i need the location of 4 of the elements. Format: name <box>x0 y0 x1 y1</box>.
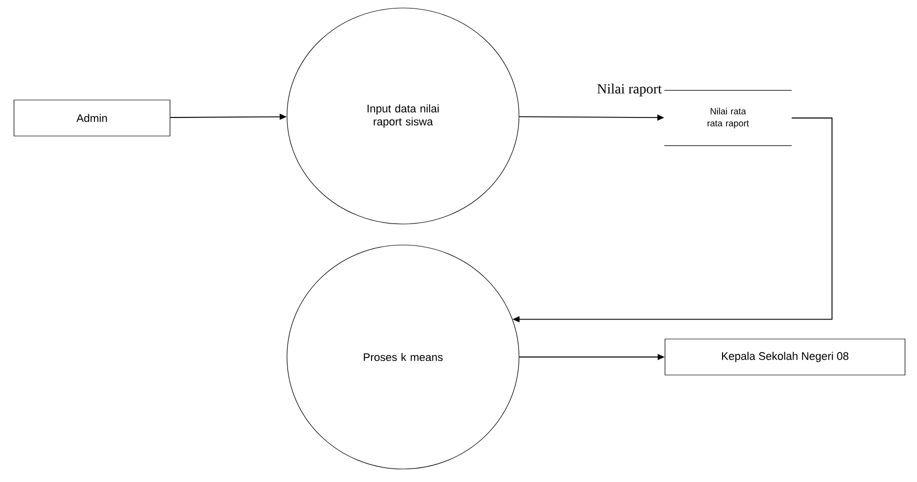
data-store: Nilai rata rata raport <box>664 90 792 146</box>
entity-box: Admin <box>14 100 170 136</box>
entity-box: Kepala Sekolah Negeri 08 <box>664 338 906 376</box>
store-label: Nilai raport <box>597 84 662 96</box>
